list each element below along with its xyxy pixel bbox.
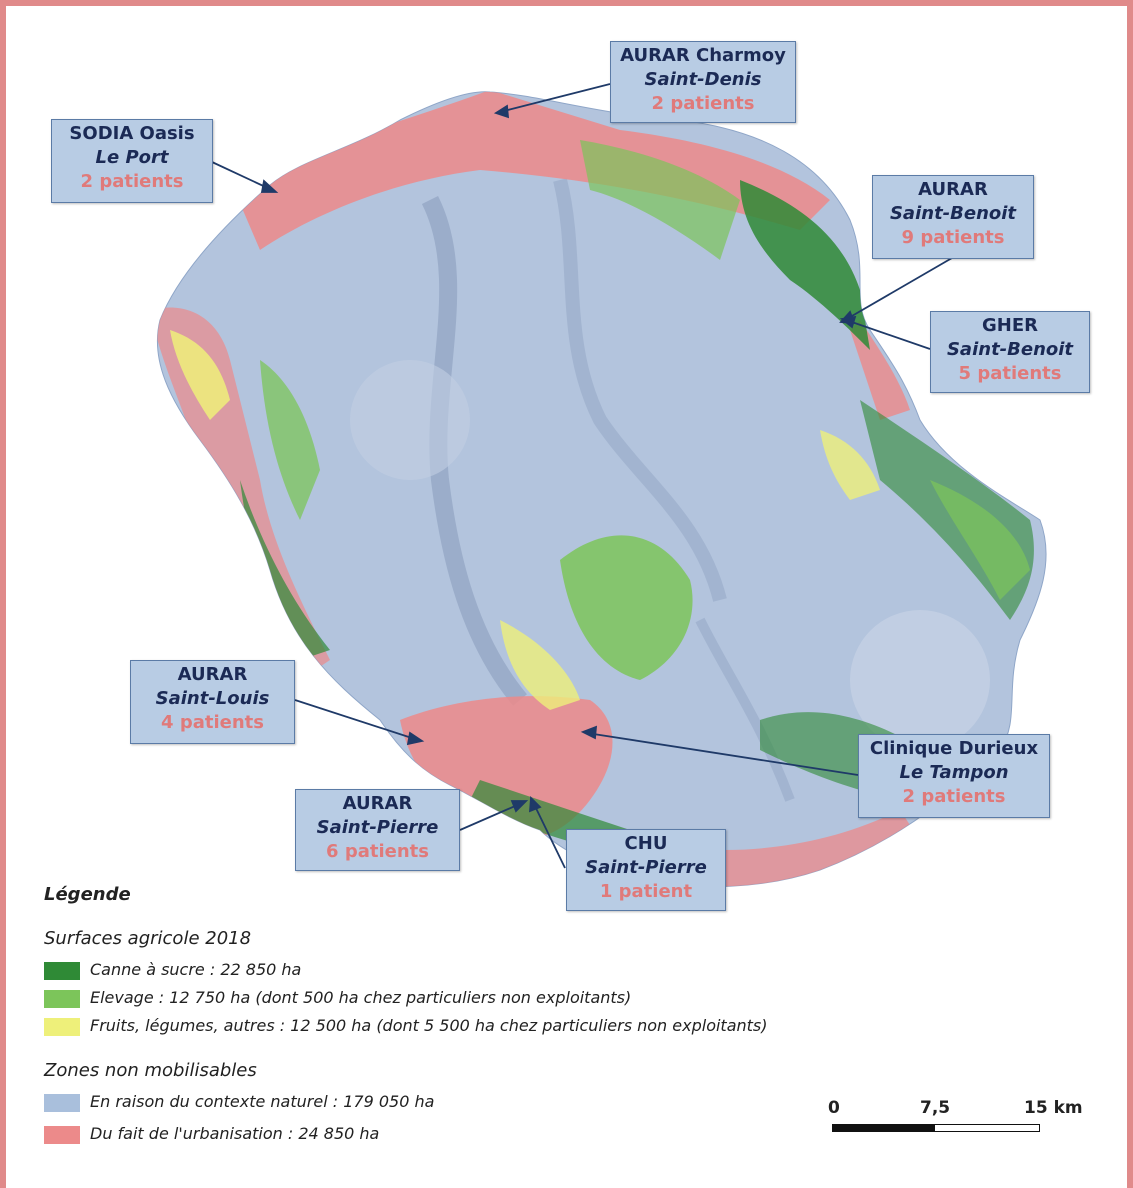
callout-patients: 2 patients bbox=[902, 786, 1006, 807]
livestock-zone bbox=[260, 360, 320, 520]
livestock-zone bbox=[560, 535, 693, 680]
fruit-zone bbox=[500, 620, 580, 710]
callout-name: AURAR bbox=[177, 664, 248, 685]
scale-tick-0: 0 bbox=[828, 1098, 840, 1118]
piton-summit bbox=[350, 360, 470, 480]
scale-bar: 0 7,5 15 km bbox=[828, 1098, 1088, 1138]
callout-town: Saint-Louis bbox=[155, 688, 270, 709]
callout-name: AURAR Charmoy bbox=[620, 45, 786, 66]
callout-aurar-charmoy: AURAR Charmoy Saint-Denis 2 patients bbox=[610, 41, 796, 123]
fruit-zone bbox=[820, 430, 880, 500]
legend-label: En raison du contexte naturel : 179 050 … bbox=[90, 1092, 435, 1111]
legend-label: Canne à sucre : 22 850 ha bbox=[90, 960, 302, 979]
callout-town: Saint-Benoit bbox=[889, 203, 1017, 224]
callout-patients: 6 patients bbox=[326, 841, 429, 862]
callout-patients: 1 patient bbox=[599, 881, 693, 902]
arrow-aurar-benoit bbox=[844, 257, 953, 321]
callout-patients: 4 patients bbox=[161, 712, 264, 733]
callout-aurar-saint-pierre: AURAR Saint-Pierre 6 patients bbox=[295, 789, 460, 871]
callout-name: AURAR bbox=[342, 793, 413, 814]
callout-town: Saint-Benoit bbox=[946, 339, 1074, 360]
arrow-head bbox=[493, 104, 510, 119]
fruit-zone bbox=[170, 330, 230, 420]
callout-chu-saint-pierre: CHU Saint-Pierre 1 patient bbox=[566, 829, 726, 911]
legend-label: Fruits, légumes, autres : 12 500 ha (don… bbox=[90, 1016, 768, 1035]
relief-ridge bbox=[553, 178, 727, 602]
arrow-head bbox=[528, 795, 542, 813]
callout-town: Saint-Pierre bbox=[316, 817, 439, 838]
livestock-zone bbox=[580, 140, 740, 260]
callout-town: Saint-Pierre bbox=[585, 857, 707, 878]
callout-gher-saint-benoit: GHER Saint-Benoit 5 patients bbox=[930, 311, 1090, 393]
arrow-durieux bbox=[586, 732, 859, 776]
livestock-zone bbox=[930, 480, 1030, 600]
relief-ridge bbox=[421, 195, 527, 706]
arrow-aurar-pierre bbox=[459, 802, 523, 831]
legend-section-zones: Zones non mobilisables bbox=[44, 1060, 257, 1081]
callout-name: AURAR bbox=[918, 179, 988, 200]
arrow-charmoy bbox=[499, 83, 611, 113]
arrow-head bbox=[839, 315, 857, 329]
arrow-sodia bbox=[211, 161, 273, 191]
legend-label: Du fait de l'urbanisation : 24 850 ha bbox=[90, 1124, 380, 1143]
callout-patients: 2 patients bbox=[80, 171, 184, 192]
callout-name: CHU bbox=[624, 833, 668, 854]
legend-swatch bbox=[44, 962, 80, 980]
callout-patients: 2 patients bbox=[651, 93, 755, 114]
scale-segment-black bbox=[832, 1124, 934, 1132]
legend-swatch bbox=[44, 1094, 80, 1112]
legend-swatch bbox=[44, 1018, 80, 1036]
arrow-head bbox=[406, 731, 425, 746]
callout-town: Saint-Denis bbox=[644, 69, 762, 90]
relief-ridge bbox=[695, 617, 795, 802]
callout-sodia-oasis: SODIA Oasis Le Port 2 patients bbox=[51, 119, 213, 203]
arrow-gher bbox=[845, 319, 931, 350]
callout-aurar-saint-louis: AURAR Saint-Louis 4 patients bbox=[130, 660, 295, 744]
callout-name: SODIA Oasis bbox=[69, 123, 195, 144]
callout-name: GHER bbox=[982, 315, 1038, 336]
legend-section-agri: Surfaces agricole 2018 bbox=[44, 928, 252, 949]
callout-patients: 5 patients bbox=[958, 363, 1062, 384]
arrow-head bbox=[260, 179, 279, 193]
callout-name: Clinique Durieux bbox=[869, 738, 1039, 759]
callout-town: Le Tampon bbox=[899, 762, 1009, 783]
arrow-chu bbox=[532, 801, 566, 869]
legend-label: Elevage : 12 750 ha (dont 500 ha chez pa… bbox=[90, 988, 632, 1007]
callout-aurar-saint-benoit: AURAR Saint-Benoit 9 patients bbox=[872, 175, 1034, 259]
callout-patients: 9 patients bbox=[901, 227, 1005, 248]
scale-tick-end: 15 km bbox=[1024, 1098, 1083, 1118]
legend-title: Légende bbox=[44, 884, 131, 905]
legend-swatch bbox=[44, 990, 80, 1008]
scale-tick-mid: 7,5 bbox=[920, 1098, 951, 1118]
scale-segment-white bbox=[934, 1124, 1040, 1132]
legend-swatch bbox=[44, 1126, 80, 1144]
arrow-head bbox=[580, 725, 598, 740]
pointer-arrows bbox=[211, 83, 953, 869]
cane-zone bbox=[740, 180, 870, 350]
arrow-aurar-louis bbox=[294, 699, 419, 741]
arrow-head bbox=[510, 800, 529, 813]
callout-town: Le Port bbox=[95, 147, 169, 168]
volcano-summit bbox=[850, 610, 990, 750]
callout-clinique-durieux: Clinique Durieux Le Tampon 2 patients bbox=[858, 734, 1050, 818]
